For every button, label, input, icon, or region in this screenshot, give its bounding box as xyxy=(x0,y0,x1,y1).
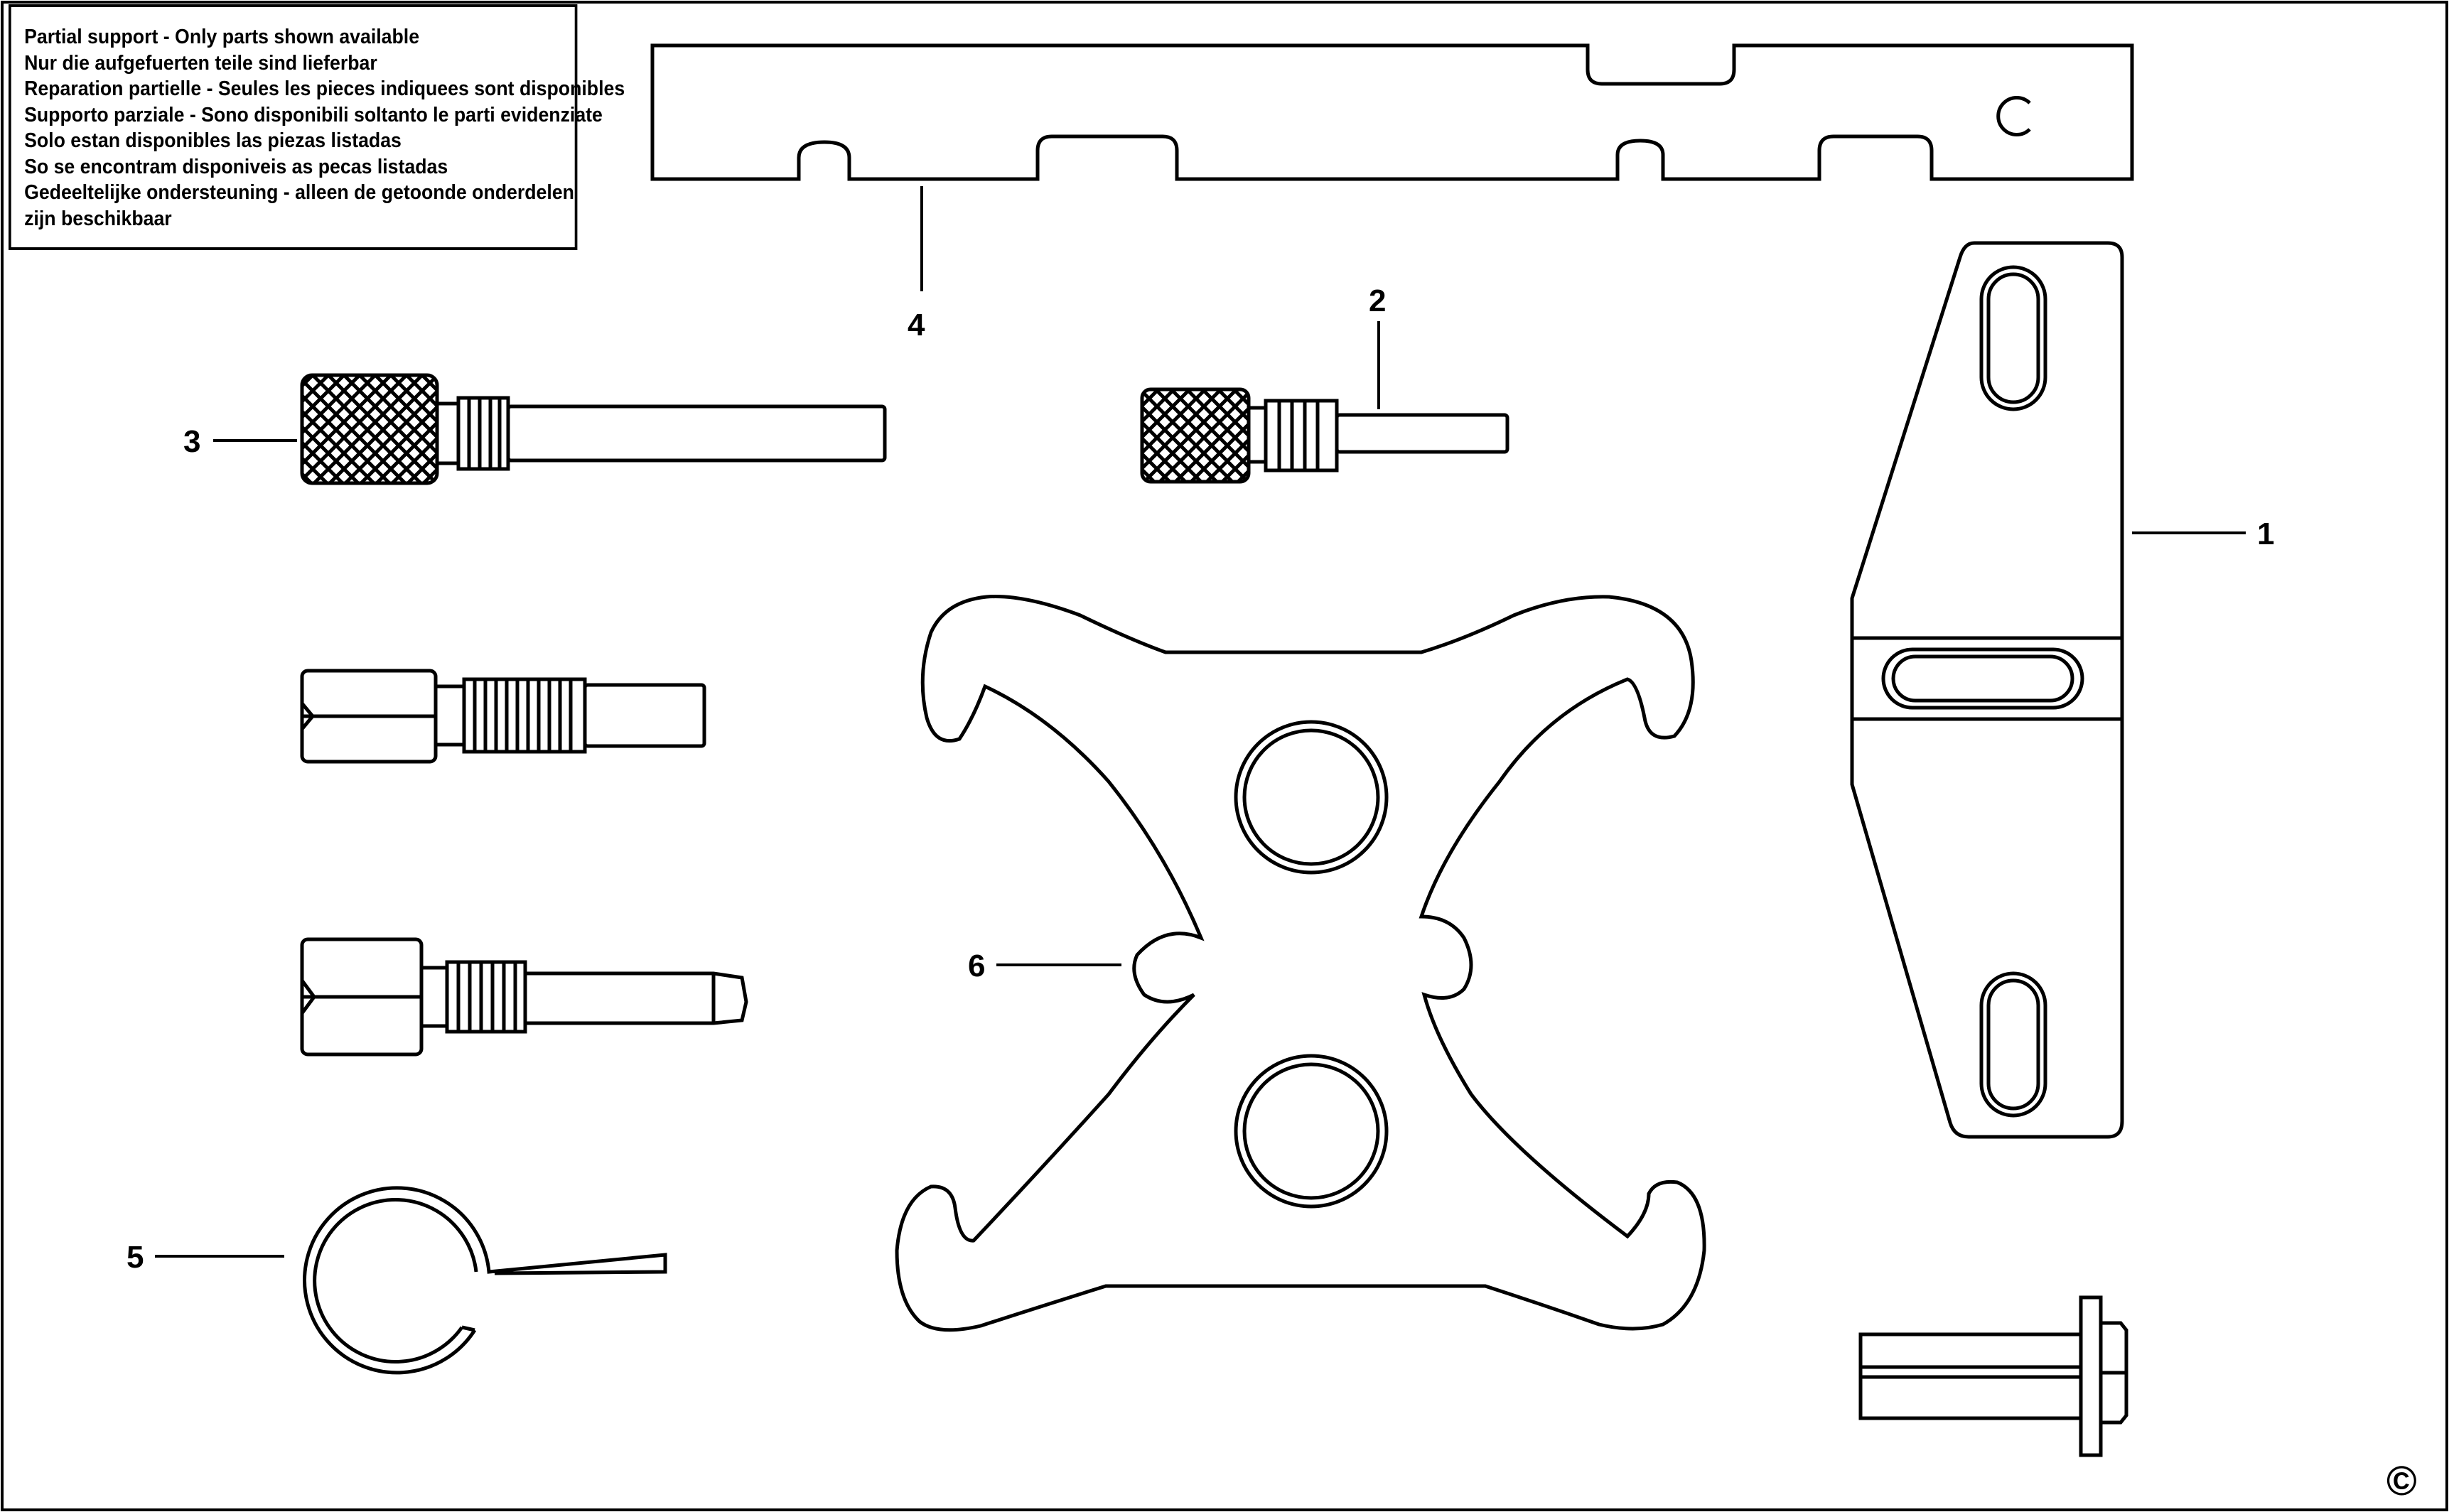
copyright-mark: © xyxy=(2386,1458,2417,1504)
notice-line-fr: Reparation partielle - Seules les pieces… xyxy=(24,77,625,100)
notice-line-pt: So se encontram disponiveis as pecas lis… xyxy=(24,155,448,178)
callout-2: 2 xyxy=(1369,284,1386,318)
callout-4: 4 xyxy=(908,308,925,342)
callout-3: 3 xyxy=(183,424,200,459)
flanged-bolt-pin xyxy=(1858,1295,2128,1457)
callout-5: 5 xyxy=(127,1240,144,1275)
part-2-small-knurled-pin xyxy=(1140,387,1509,484)
notice-line-it: Supporto parziale - Sono disponibili sol… xyxy=(24,103,603,126)
callout-6: 6 xyxy=(968,949,985,983)
notice-line-de: Nur die aufgefuerten teile sind lieferba… xyxy=(24,51,377,75)
part-3-knurled-pin xyxy=(300,373,887,485)
notice-line-es: Solo estan disponibles las piezas listad… xyxy=(24,129,402,152)
callout-1: 1 xyxy=(2257,517,2274,551)
notice-line-nl-2: zijn beschikbaar xyxy=(24,207,172,230)
part-1-locking-plate xyxy=(1850,241,2124,1139)
part-5-ring-pin xyxy=(303,1186,667,1375)
part-4-locking-bar xyxy=(650,43,2134,181)
notice-line-nl: Gedeeltelijke ondersteuning - alleen de … xyxy=(24,181,574,204)
partial-support-notice: Partial support - Only parts shown avail… xyxy=(9,4,625,250)
notice-line-en: Partial support - Only parts shown avail… xyxy=(24,26,420,48)
hex-pin-tapered xyxy=(300,937,748,1057)
hex-adaptor xyxy=(300,669,706,764)
part-6-camshaft-plate xyxy=(895,595,1706,1332)
